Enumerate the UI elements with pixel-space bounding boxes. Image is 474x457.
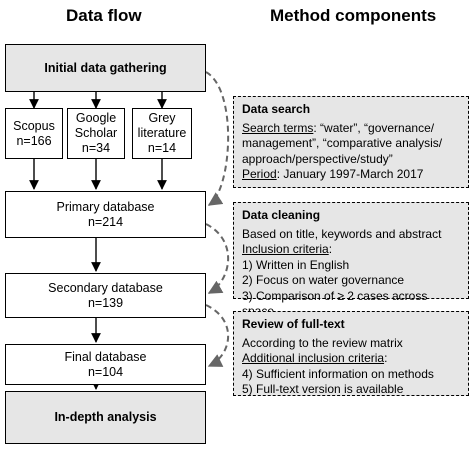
review-full-text-panel: Review of full-text According to the rev… [233, 311, 469, 396]
initial-data-gathering-box: Initial data gathering [5, 44, 206, 92]
grey-literature-label-line2: literature [137, 126, 187, 140]
google-scholar-label-line1: Google [75, 111, 117, 125]
google-scholar-label-line2: Scholar [74, 126, 118, 140]
period-value: : January 1997-March 2017 [276, 167, 424, 181]
period-label: Period [242, 167, 277, 181]
method-components-heading: Method components [270, 6, 437, 25]
search-terms-text-3: approach/perspective/study” [242, 151, 393, 166]
search-terms-text-1: : “water”, “governance/ [313, 120, 435, 135]
data-cleaning-title: Data cleaning [242, 208, 321, 222]
search-terms-label: Search terms [242, 120, 314, 135]
in-depth-analysis-label: In-depth analysis [54, 410, 157, 424]
period-line: Period: January 1997-March 2017 [242, 167, 460, 183]
additional-criteria-line: Additional inclusion criteria: [242, 351, 460, 367]
secondary-database-label: Secondary database [48, 280, 163, 295]
final-database-label: Final database [64, 349, 147, 364]
initial-data-gathering-label: Initial data gathering [44, 60, 167, 75]
grey-literature-label-line1: Grey [148, 111, 176, 125]
primary-database-label: Primary database [56, 199, 155, 214]
additional-criteria-label: Additional inclusion criteria [242, 351, 385, 365]
review-intro: According to the review matrix [242, 335, 403, 350]
data-cleaning-panel: Data cleaning Based on title, keywords a… [233, 202, 469, 318]
grey-literature-box: Grey literature n=14 [132, 108, 192, 159]
dashed-arrow-initial-to-primary [205, 71, 230, 206]
search-terms-text-2: management”, “comparative analysis/ [242, 136, 443, 150]
secondary-database-box: Secondary database n=139 [5, 273, 206, 318]
grey-literature-count: n=14 [147, 141, 177, 155]
scopus-label: Scopus [13, 118, 55, 133]
inclusion-criteria-label: Inclusion criteria [242, 242, 329, 256]
scopus-count: n=166 [16, 133, 52, 148]
dashed-arrow-primary-to-secondary [205, 223, 230, 294]
data-cleaning-intro: Based on title, keywords and abstract [242, 226, 442, 241]
search-terms-line1: Search terms: “water”, “governance/ [242, 121, 460, 137]
inclusion-criteria-line: Inclusion criteria: [242, 242, 460, 258]
final-database-count: n=104 [87, 364, 124, 379]
criteria-item-1: 1) Written in English [242, 257, 350, 272]
primary-database-count: n=214 [87, 214, 124, 229]
data-search-panel: Data search Search terms: “water”, “gove… [233, 96, 469, 188]
google-scholar-count: n=34 [81, 141, 111, 155]
scopus-box: Scopus n=166 [5, 108, 63, 159]
review-full-text-title: Review of full-text [242, 317, 345, 331]
criteria-item-4: 4) Sufficient information on methods [242, 366, 434, 381]
criteria-item-5: 5) Full-text version is available [242, 382, 404, 396]
final-database-box: Final database n=104 [5, 344, 206, 385]
secondary-database-count: n=139 [87, 295, 124, 310]
dashed-arrow-secondary-to-final [205, 304, 230, 367]
data-search-title: Data search [242, 102, 311, 116]
criteria-item-2: 2) Focus on water governance [242, 273, 405, 287]
google-scholar-box: Google Scholar n=34 [67, 108, 125, 159]
additional-criteria-colon: : [384, 351, 388, 365]
primary-database-box: Primary database n=214 [5, 191, 206, 238]
inclusion-criteria-colon: : [328, 242, 333, 256]
data-flow-heading: Data flow [66, 6, 142, 25]
in-depth-analysis-box: In-depth analysis [5, 391, 206, 444]
